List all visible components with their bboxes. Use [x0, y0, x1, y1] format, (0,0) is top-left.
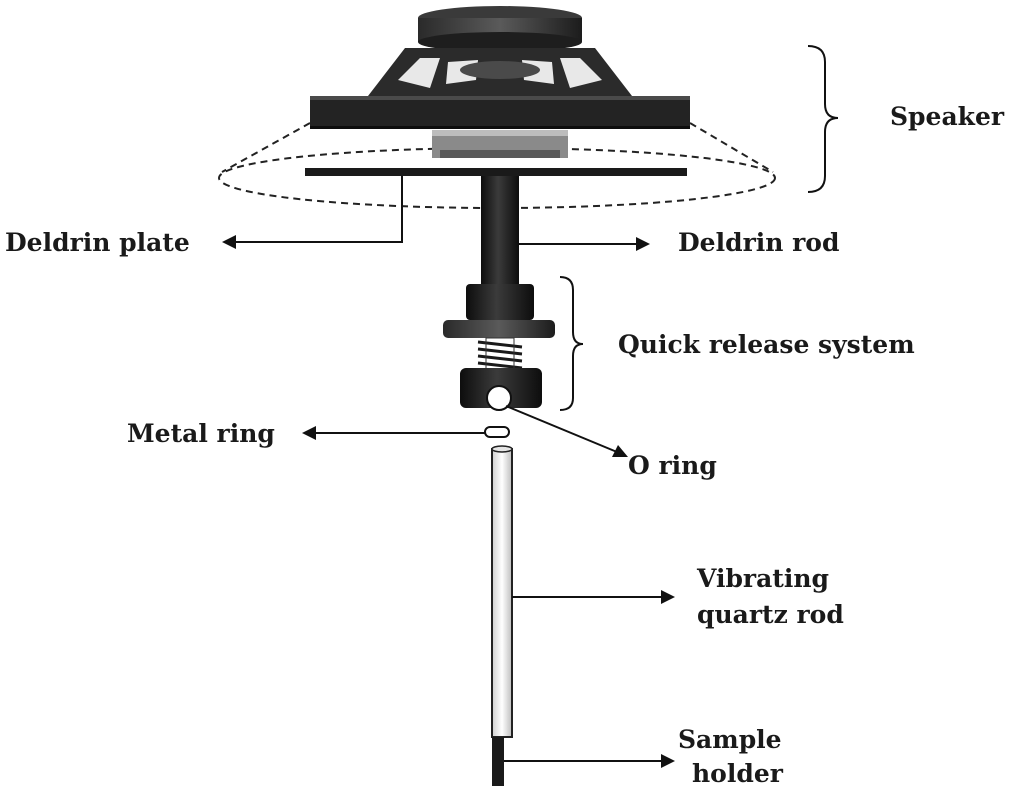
label-metal-ring: Metal ring	[127, 419, 275, 448]
cone-edge-left	[221, 122, 311, 173]
metal-ring	[484, 426, 510, 438]
vibrating-quartz-rod	[491, 448, 513, 738]
label-speaker: Speaker	[890, 102, 1005, 131]
pointer-lines	[232, 45, 839, 762]
label-vibrating-quartz-rod-line2: quartz rod	[697, 600, 844, 629]
label-quick-release-system: Quick release system	[618, 330, 915, 359]
label-sample-holder-line2: holder	[692, 759, 784, 788]
arrowheads	[222, 235, 675, 768]
arrow-quartz-rod	[661, 590, 675, 604]
label-deldrin-plate: Deldrin plate	[5, 228, 190, 257]
arrow-metal-ring	[302, 426, 316, 440]
speaker-mount-ring	[310, 96, 690, 128]
o-ring-part	[486, 385, 512, 411]
quick-release-spring	[477, 340, 523, 370]
arrow-deldrin-rod	[636, 237, 650, 251]
arrow-deldrin-plate	[222, 235, 236, 249]
arrow-o-ring	[612, 445, 628, 457]
sample-holder	[492, 737, 504, 786]
o-ring-pointer	[505, 405, 618, 453]
arrow-sample-holder	[661, 754, 675, 768]
label-vibrating-quartz-rod-line1: Vibrating	[696, 564, 829, 593]
speaker-magnet-bottom	[418, 32, 582, 52]
speaker	[218, 6, 776, 209]
deldrin-plate	[305, 168, 687, 176]
quick-release-system	[443, 284, 555, 411]
label-deldrin-rod: Deldrin rod	[678, 228, 839, 257]
label-sample-holder-line1: Sample	[678, 725, 782, 754]
quick-release-brace	[559, 276, 584, 411]
deldrin-rod	[481, 176, 519, 284]
label-o-ring: O ring	[628, 451, 717, 480]
deldrin-plate-pointer	[232, 176, 403, 243]
speaker-brace	[807, 45, 839, 193]
cone-edge-right	[689, 122, 774, 173]
